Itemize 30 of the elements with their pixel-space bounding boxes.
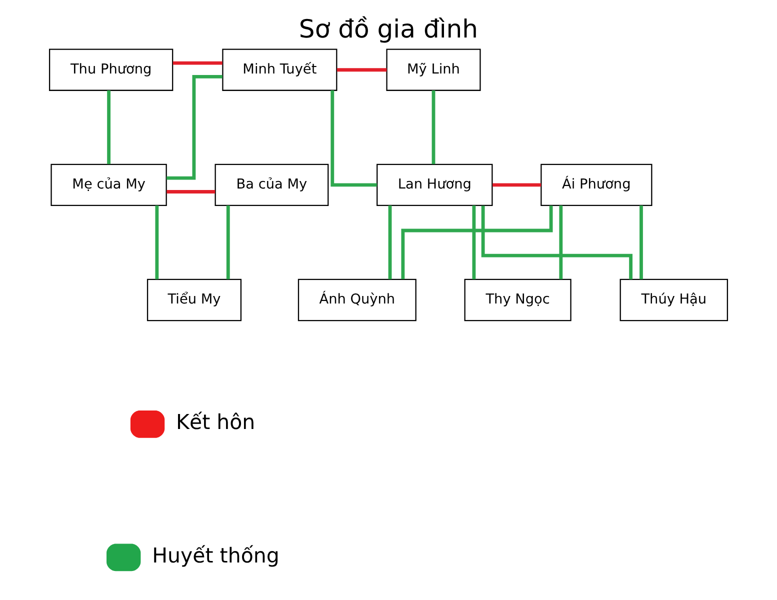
legend-label: Huyết thống [152, 543, 280, 568]
node-box: Mẹ của My [50, 164, 167, 206]
connector [640, 206, 643, 280]
node-box: Thu Phương [48, 48, 174, 91]
node-box: Ái Phương [540, 164, 652, 206]
connector [472, 206, 476, 280]
node-box: Thy Ngọc [464, 278, 572, 322]
connector [388, 206, 392, 280]
node-box: Tiểu My [146, 278, 242, 322]
node-box: Thúy Hậu [620, 278, 728, 322]
node-box: Ánh Quỳnh [298, 278, 416, 322]
connector [432, 90, 436, 164]
diagram-title: Sơ đồ gia đình [298, 14, 478, 44]
connector [107, 90, 110, 164]
node-box: Ba của My [214, 164, 329, 206]
legend-label: Kết hôn [176, 410, 256, 434]
connector [401, 206, 553, 280]
connector [559, 206, 563, 280]
connector [155, 206, 159, 280]
connector [166, 74, 223, 180]
connector [336, 68, 387, 72]
connector [166, 190, 216, 194]
node-box: Lan Hương [376, 164, 493, 206]
connector [492, 183, 542, 187]
connector [172, 61, 222, 65]
node-box: Minh Tuyết [222, 48, 338, 91]
connector [481, 206, 632, 280]
node-box: Mỹ Linh [386, 48, 481, 91]
connector [330, 90, 377, 187]
connector [226, 206, 230, 280]
